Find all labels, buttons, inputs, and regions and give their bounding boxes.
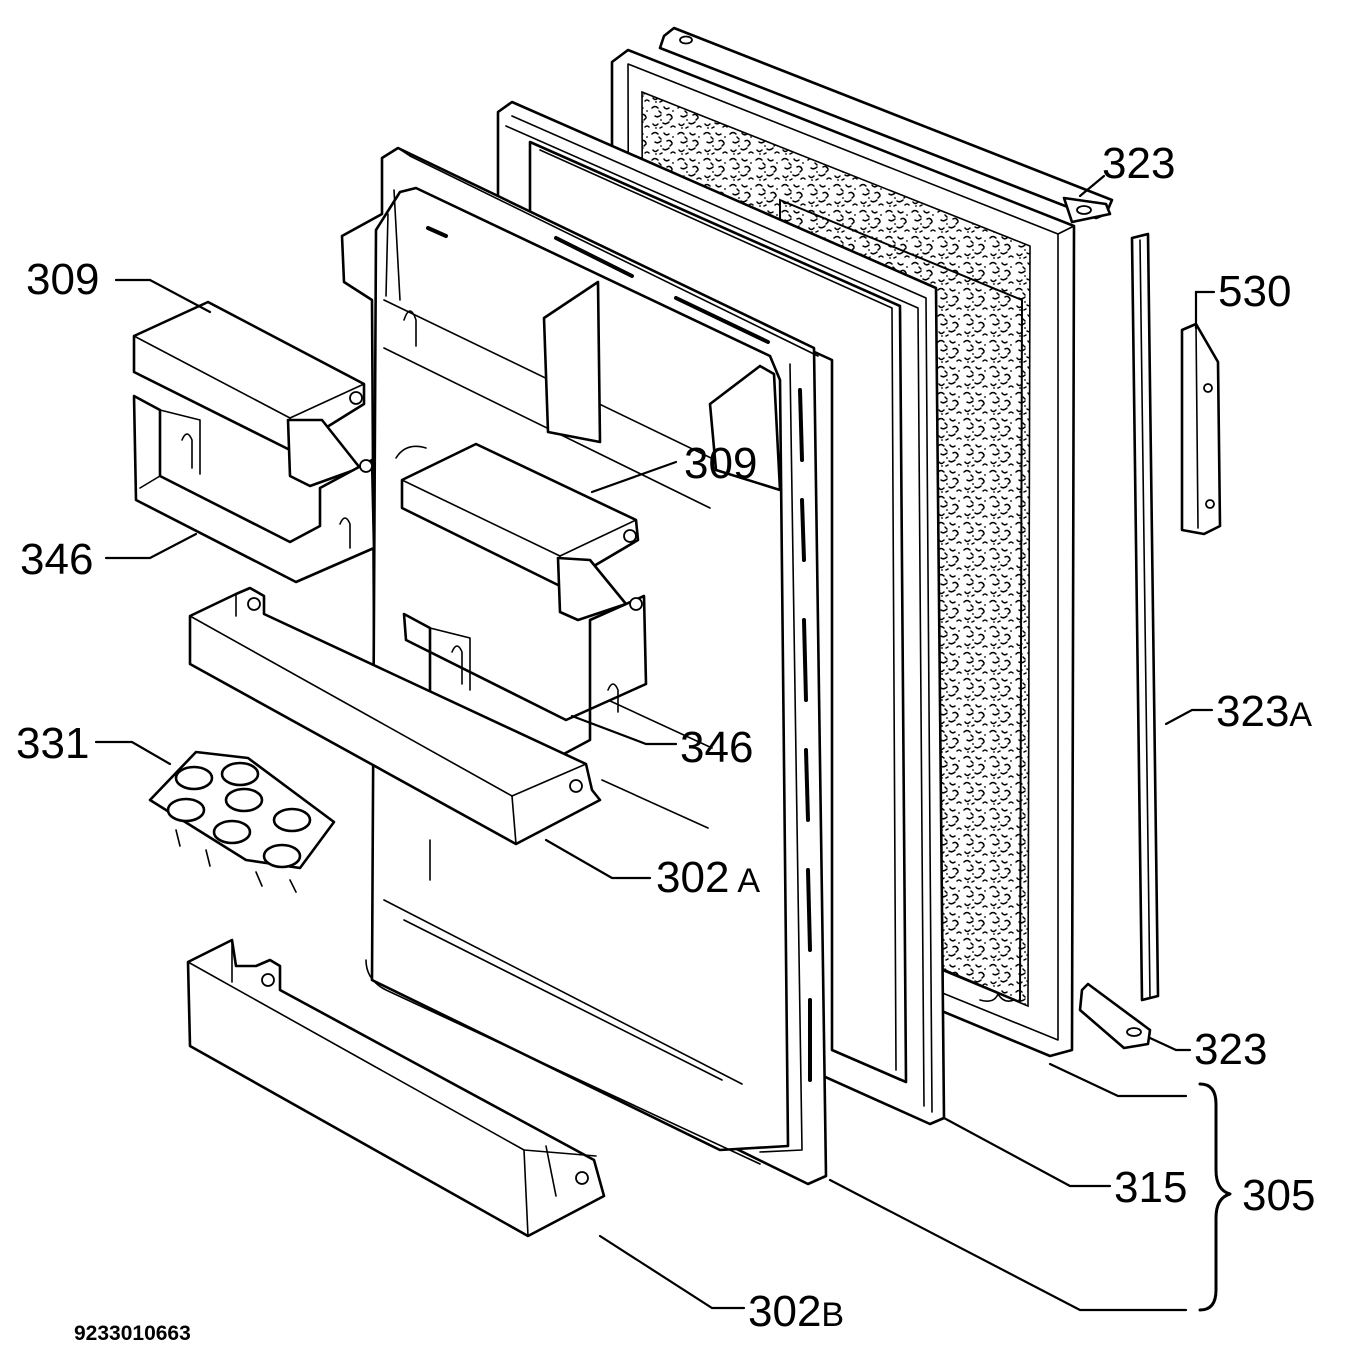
egg-tray (148, 750, 336, 893)
inner-door-liner (340, 146, 828, 1186)
vertical-rod (1130, 232, 1160, 1002)
butter-cover-left (132, 300, 366, 488)
label-346-left: 346 (20, 535, 93, 584)
label-302b: 302B (748, 1287, 844, 1336)
label-309-middle: 309 (684, 439, 757, 488)
door-shelf-upper (188, 586, 602, 846)
label-346-middle: 346 (680, 723, 753, 772)
label-305: 305 (1242, 1171, 1315, 1220)
hinge-bar-top (658, 26, 1114, 224)
butter-compartment-left (132, 394, 376, 584)
group-brace (1198, 1082, 1232, 1312)
label-331: 331 (16, 719, 89, 768)
hinge-bar-bottom (1078, 982, 1152, 1050)
butter-cover-middle (400, 442, 640, 622)
label-315: 315 (1114, 1163, 1187, 1212)
label-323-top: 323 (1102, 139, 1175, 188)
door-shelf-lower (186, 938, 606, 1238)
label-309-left: 309 (26, 255, 99, 304)
butter-compartment-middle (402, 594, 648, 758)
label-530: 530 (1218, 267, 1291, 316)
bracket (1180, 322, 1222, 536)
drawing-number: 9233010663 (74, 1322, 191, 1345)
label-323a: 323A (1216, 687, 1312, 736)
label-323-bottom: 323 (1194, 1025, 1267, 1074)
